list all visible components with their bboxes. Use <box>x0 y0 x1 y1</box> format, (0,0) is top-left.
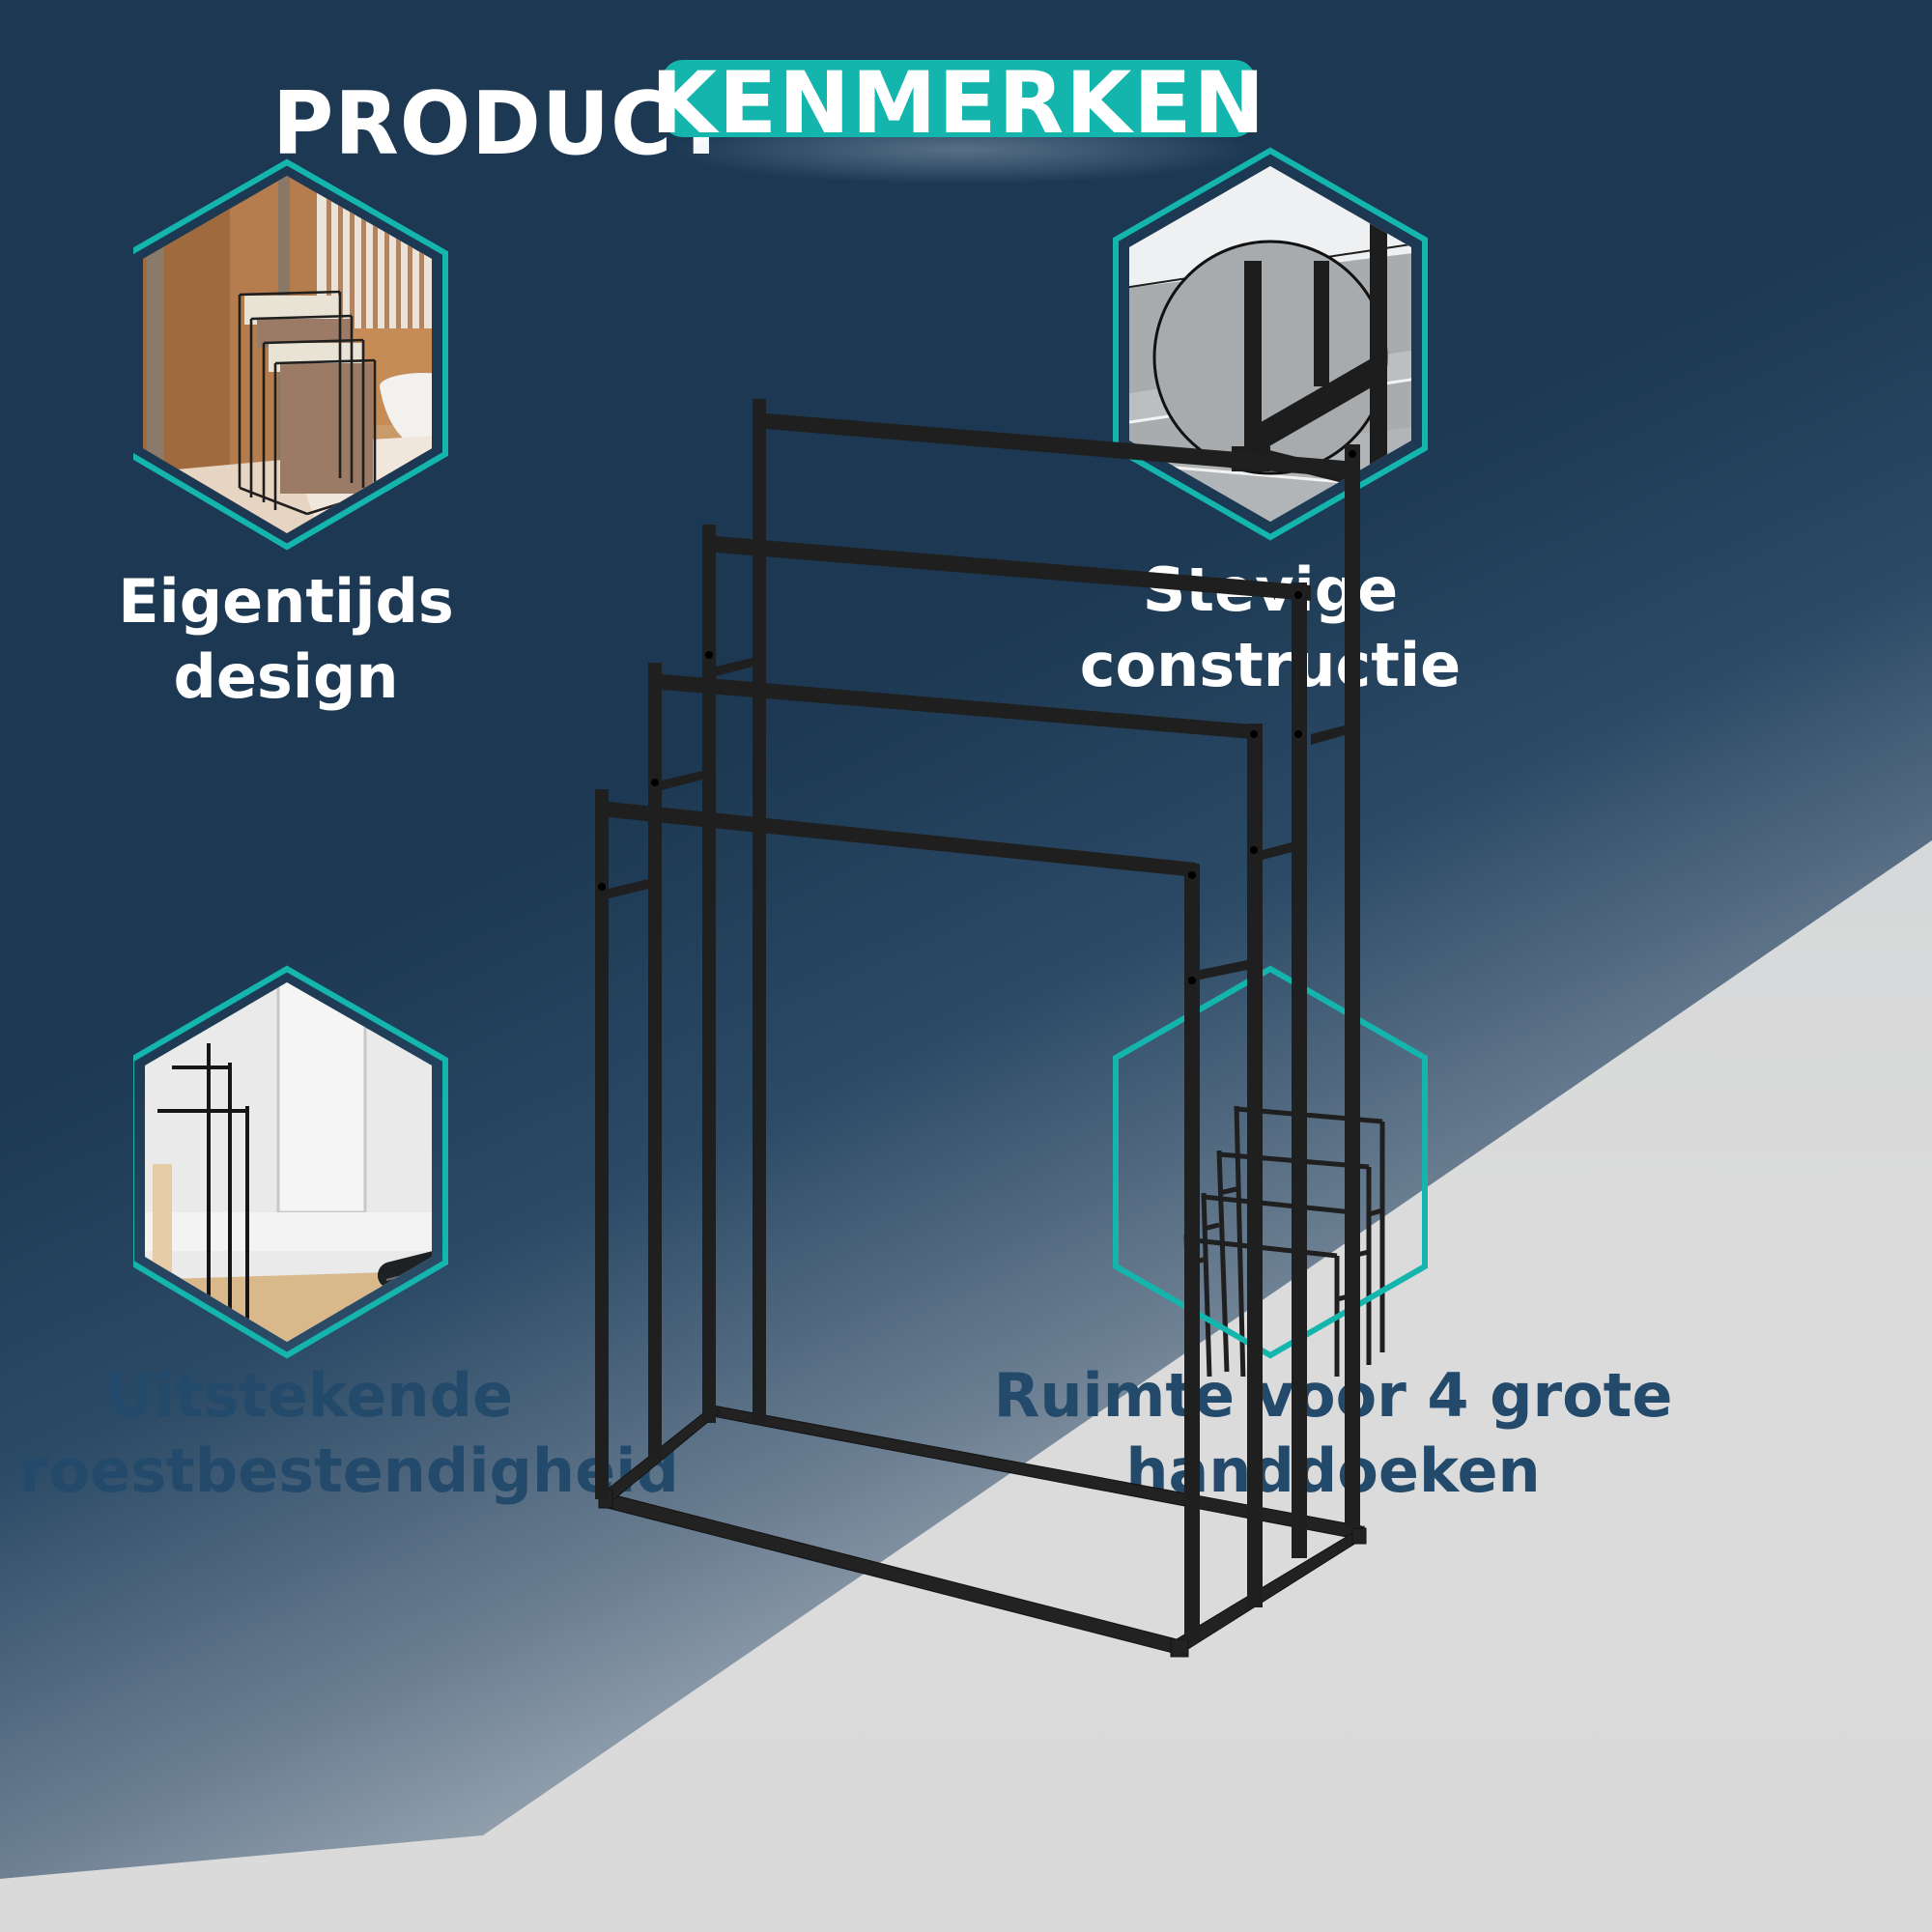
hex-outline <box>1113 965 1428 1359</box>
towel-rack-4-bars-icon <box>595 399 1367 1658</box>
title-highlight: KENMERKEN <box>650 53 1267 153</box>
feature-hex-top-left <box>133 155 452 570</box>
feature-label-line2: design <box>173 641 399 712</box>
bathroom-towel-rack-photo-icon <box>133 158 448 551</box>
page-title: PRODUCT KENMERKEN <box>0 0 1932 193</box>
hex-outline <box>133 965 448 1359</box>
feature-label-line2: roestbestendigheid <box>19 1435 679 1506</box>
hex-outline <box>1113 147 1428 541</box>
title-pill: KENMERKEN <box>650 53 1267 153</box>
feature-label-bottom-left: Uitstekende roestbestendigheid <box>19 1358 679 1509</box>
feature-label-top-left: Eigentijds design <box>93 564 479 715</box>
title-product: PRODUCT <box>272 73 731 175</box>
feature-label-line2: constructie <box>1079 630 1462 700</box>
feature-hex-bottom-left <box>133 961 452 1377</box>
hex-outline <box>133 158 448 551</box>
feature-label-line1: Uitstekende <box>104 1360 513 1431</box>
coated-tubes-photo-icon <box>133 965 448 1359</box>
feature-label-line1: Ruimte voor 4 grote <box>993 1360 1673 1431</box>
feature-label-line1: Eigentijds <box>118 566 454 637</box>
